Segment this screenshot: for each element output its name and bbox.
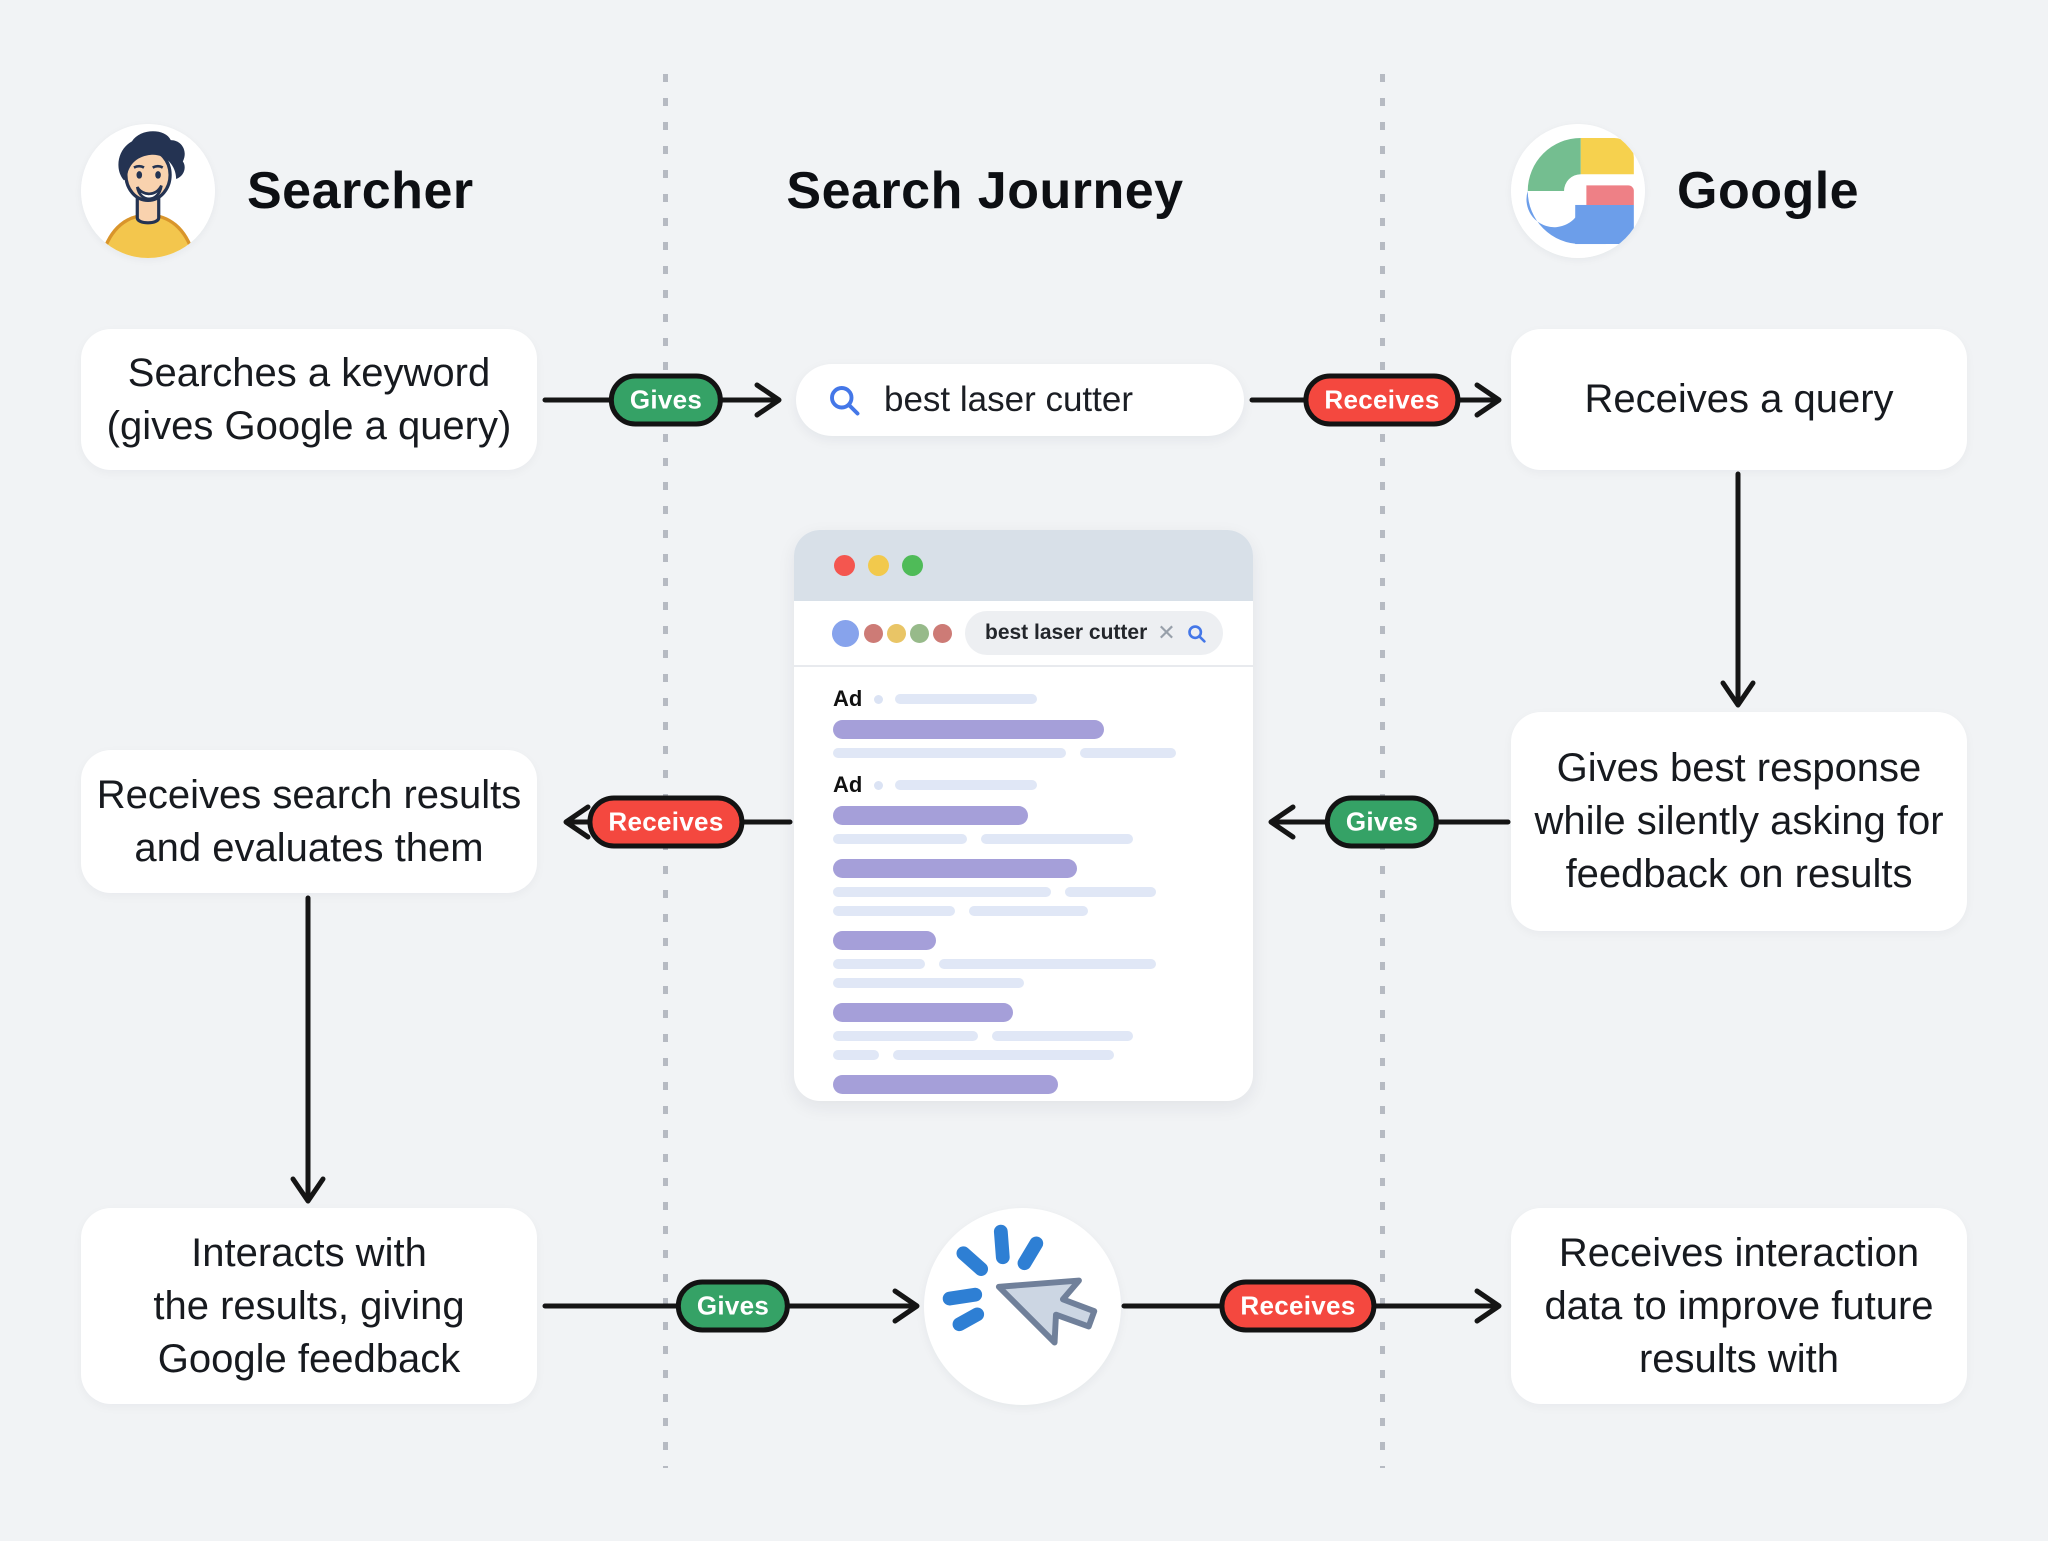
serp-result [833,1003,1215,1060]
traffic-light-red-icon [834,555,855,576]
logo-dot-red-icon [864,623,883,643]
arrowhead-right-icon [892,1288,920,1324]
google-header: Google [1511,124,1859,258]
receives-pill-row3: Receives [1219,1279,1377,1333]
card-text: Receives a query [1584,377,1894,421]
arrowhead-right-icon [1474,382,1502,418]
click-interaction-bubble [924,1208,1121,1405]
cursor-click-icon [942,1224,1098,1346]
google-logo [1511,124,1645,258]
search-query-input[interactable]: best laser cutter [796,364,1244,436]
arrowhead-down-icon [1720,680,1756,708]
receives-pill-row2: Receives [587,795,745,849]
column-divider-left [663,74,668,1468]
searcher-title: Searcher [247,162,474,220]
searcher-header: Searcher [81,124,474,258]
search-icon [830,386,860,416]
arrowhead-left-icon [1268,804,1296,840]
column-divider-right [1380,74,1385,1468]
search-icon[interactable] [1186,623,1207,644]
result-title-line [833,1075,1059,1094]
serp-result [833,931,1215,988]
google-g-icon [1511,124,1645,258]
logo-dot-yellow-icon [887,623,906,643]
google-title: Google [1677,162,1860,220]
person-avatar-icon [81,124,215,258]
searcher-avatar [81,124,215,258]
serp-result [833,859,1215,916]
result-title-line [833,1003,1013,1022]
gives-pill-row3: Gives [675,1279,791,1333]
card-searches-keyword: Searches a keyword(gives Google a query) [81,329,537,470]
serp-result: Ad [833,772,1215,844]
serp-result: Ad [833,686,1215,758]
arrowhead-left-icon [563,804,591,840]
traffic-light-yellow-icon [868,555,889,576]
logo-dot-red2-icon [933,623,952,643]
journey-header: Search Journey [786,124,1183,258]
arrowhead-right-icon [1474,1288,1502,1324]
result-title-line [833,931,937,950]
browser-titlebar [794,530,1253,601]
browser-search-field[interactable]: best laser cutter ✕ [965,611,1223,655]
journey-title: Search Journey [786,162,1184,220]
card-text: Searches a keyword(gives Google a query) [106,350,512,448]
ad-badge: Ad [833,772,863,797]
ad-badge: Ad [833,686,863,711]
clear-icon[interactable]: ✕ [1157,620,1176,645]
card-receives-query: Receives a query [1511,329,1967,470]
result-title-line [833,806,1028,825]
logo-dot-blue-icon [832,619,859,647]
traffic-light-green-icon [902,555,923,576]
search-query-value: best laser cutter [884,380,1133,419]
logo-dot-green-icon [910,623,929,643]
arrowhead-right-icon [754,382,782,418]
gives-pill-row1: Gives [608,373,724,427]
result-title-line [833,859,1078,878]
result-title-line [833,720,1105,739]
arrowhead-down-icon [290,1176,326,1204]
gives-pill-row2: Gives [1324,795,1440,849]
receives-pill-row1: Receives [1303,373,1461,427]
browser-search-value: best laser cutter [985,621,1148,644]
browser-toolbar: best laser cutter ✕ [794,601,1253,667]
serp-result [833,1075,1215,1101]
